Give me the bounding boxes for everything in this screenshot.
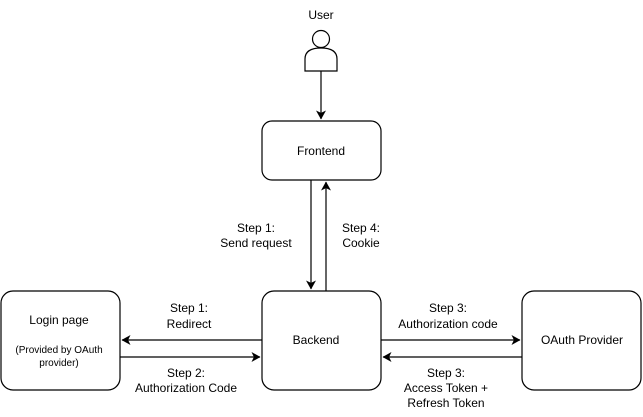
frontend-node: Frontend: [261, 120, 382, 181]
login-to-backend-label-line2: Authorization Code: [135, 381, 237, 395]
backend-to-login-label-line2: Redirect: [167, 317, 212, 331]
login-page-node: Login page (Provided by OAuth provider): [0, 290, 121, 391]
backend-node: Backend: [261, 290, 382, 391]
backend-to-oauth-label-line1: Step 3:: [429, 301, 467, 315]
frontend-label: Frontend: [297, 144, 345, 158]
user-actor: User: [304, 8, 338, 72]
login-to-backend-label-line1: Step 2:: [167, 366, 205, 380]
oauth-to-backend-label-line3: Refresh Token: [407, 396, 484, 410]
person-icon: [304, 29, 338, 72]
oauth-provider-box: [521, 290, 642, 391]
backend-to-login-label-line1: Step 1:: [170, 301, 208, 315]
oauth-provider-node: OAuth Provider: [521, 290, 642, 391]
backend-to-frontend-label-line2: Cookie: [342, 236, 380, 250]
user-label: User: [308, 8, 333, 22]
oauth-to-backend-label-line1: Step 3:: [427, 366, 465, 380]
frontend-to-backend-label-line2: Send request: [220, 236, 292, 250]
login-page-note-line2: provider): [39, 358, 78, 369]
backend-to-frontend-label-line1: Step 4:: [342, 221, 380, 235]
oauth-provider-label: OAuth Provider: [541, 333, 623, 347]
login-page-label: Login page: [29, 313, 89, 327]
login-page-box: [0, 290, 121, 391]
login-page-note-line1: (Provided by OAuth: [15, 345, 102, 356]
frontend-box: [261, 120, 382, 181]
backend-to-oauth-label-line2: Authorization code: [398, 317, 498, 331]
frontend-to-backend-label-line1: Step 1:: [237, 221, 275, 235]
oauth-to-backend-label-line2: Access Token +: [404, 381, 488, 395]
backend-label: Backend: [293, 333, 340, 347]
